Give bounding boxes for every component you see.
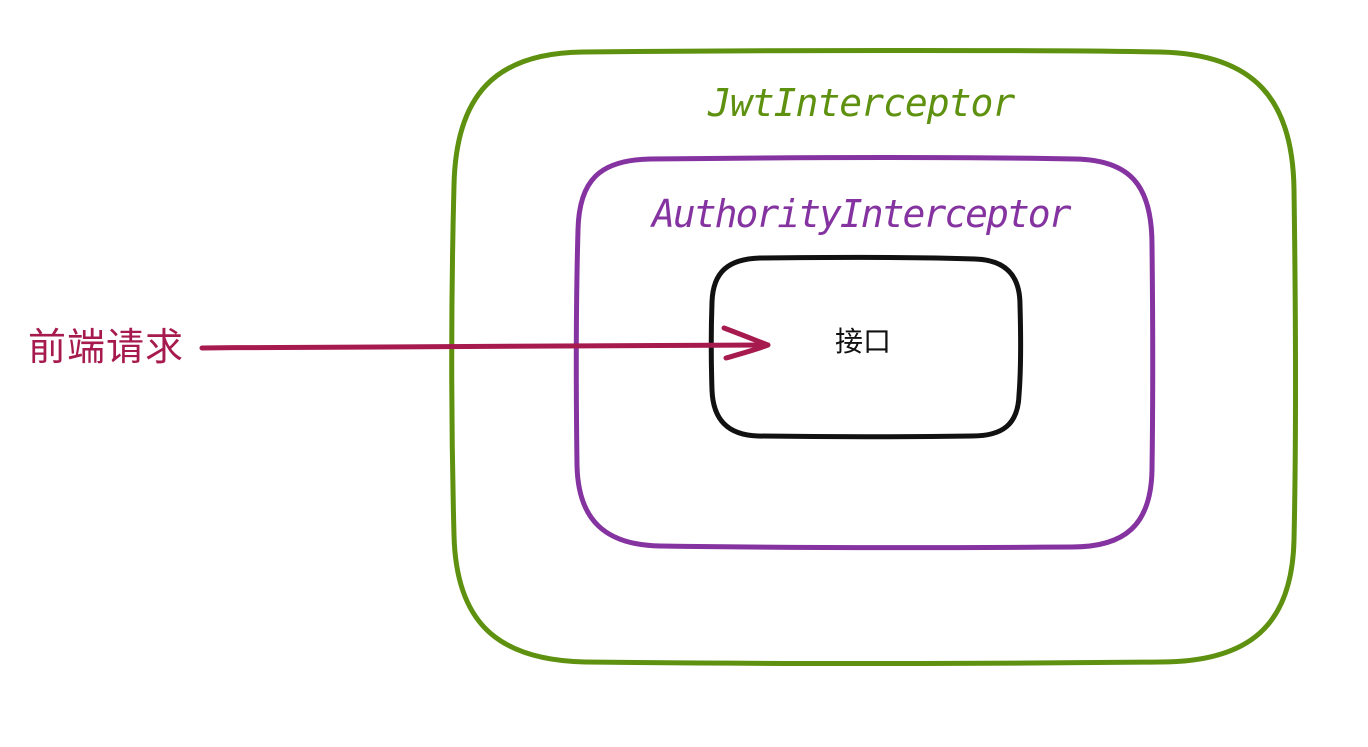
authority-interceptor-box (573, 155, 1156, 551)
request-arrow-line (199, 342, 769, 351)
frontend-request-label: 前端请求 (28, 325, 185, 369)
authority-interceptor-label: AuthorityInterceptor (652, 192, 1072, 236)
api-endpoint-label: 接口 (835, 325, 892, 358)
api-endpoint-box (708, 254, 1024, 440)
request-arrow-head (721, 325, 771, 361)
jwt-interceptor-label: JwtInterceptor (708, 81, 1015, 125)
